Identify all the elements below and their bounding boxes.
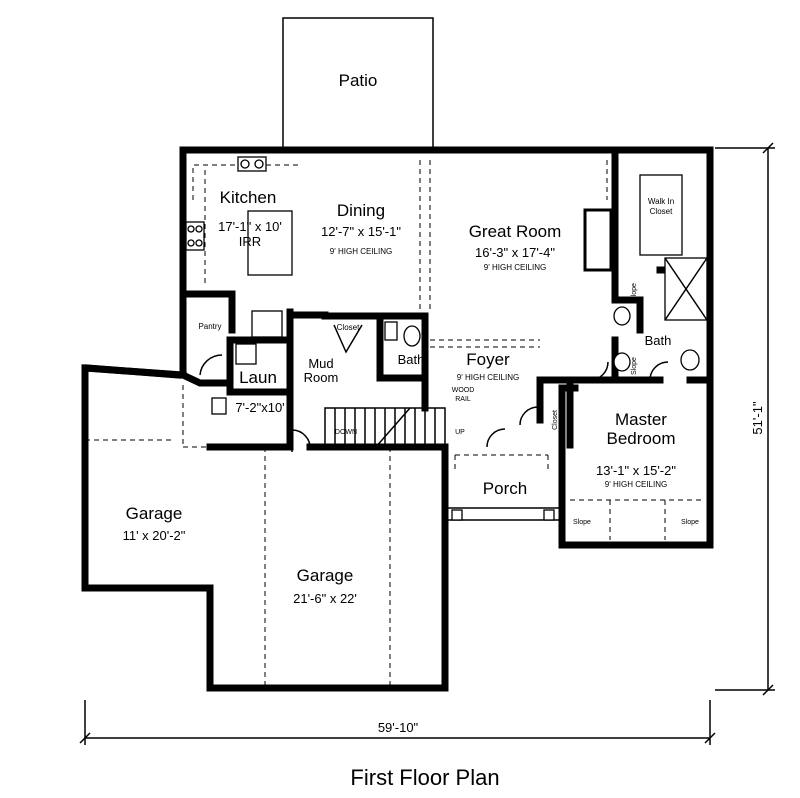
master-bedroom-ceiling: 9' HIGH CEILING [605,480,667,489]
wood-rail-line2: RAIL [455,396,471,403]
porch-label: Porch [483,479,527,498]
width-dimension: 59'-10" [79,700,716,745]
foyer-ceiling: 9' HIGH CEILING [457,373,519,382]
wood-rail-line1: WOOD [452,387,475,394]
kitchen-label: Kitchen [220,188,277,207]
dashed-lines [85,160,705,688]
stairs-up-label: UP [455,429,465,436]
walk-in-closet-line2: Closet [650,207,673,216]
great-room-label: Great Room [469,222,562,241]
foyer-label: Foyer [466,350,510,369]
depth-dimension: 51'-1" [715,142,775,696]
slope-bath-lower-label: Slope [631,357,638,375]
stairs [324,407,446,449]
walk-in-closet-line1: Walk In [648,197,674,206]
great-room-size: 16'-3" x 17'-4" [475,245,555,260]
plan-title: First Floor Plan [350,765,499,790]
laun-size: 7'-2"x10' [235,400,284,415]
slope-right-label: Slope [681,519,699,526]
master-bedroom-size: 13'-1" x 15'-2" [596,463,676,478]
garage-small-label: Garage [126,504,183,523]
mud-room-line2: Room [304,370,339,385]
master-bedroom-line2: Bedroom [607,429,676,448]
slope-bath-upper-label: Slope [631,283,638,301]
master-bath-label: Bath [645,333,672,348]
width-dimension-label: 59'-10" [378,720,419,735]
bath-label: Bath [398,352,425,367]
doors [199,324,669,452]
garage-large-size: 21'-6" x 22' [293,591,357,606]
garage-small-size: 11' x 20'-2" [123,528,186,543]
closet-mud-label: Closet [337,323,360,332]
porch: Porch [444,450,562,521]
exterior-walls [81,146,714,692]
fixtures [185,156,708,449]
master-bedroom-line1: Master [615,410,667,429]
patio: Patio [282,17,434,151]
kitchen-note: IRR [239,234,261,249]
room-labels: Kitchen 17'-1" x 10' IRR Dining 12'-7" x… [123,188,699,606]
dining-ceiling: 9' HIGH CEILING [330,247,392,256]
depth-dimension-label: 51'-1" [750,401,765,435]
great-room-ceiling: 9' HIGH CEILING [484,263,546,272]
stairs-down-label: DOWN [335,429,357,436]
mud-room-line1: Mud [308,356,333,371]
kitchen-size: 17'-1" x 10' [218,219,282,234]
laun-label: Laun [239,368,277,387]
dining-size: 12'-7" x 15'-1" [321,224,401,239]
patio-label: Patio [339,71,378,90]
slope-left-label: Slope [573,519,591,526]
pantry-label: Pantry [198,322,221,331]
dining-label: Dining [337,201,385,220]
garage-large-label: Garage [297,566,354,585]
closet-foyer-label: Closet [552,410,559,430]
